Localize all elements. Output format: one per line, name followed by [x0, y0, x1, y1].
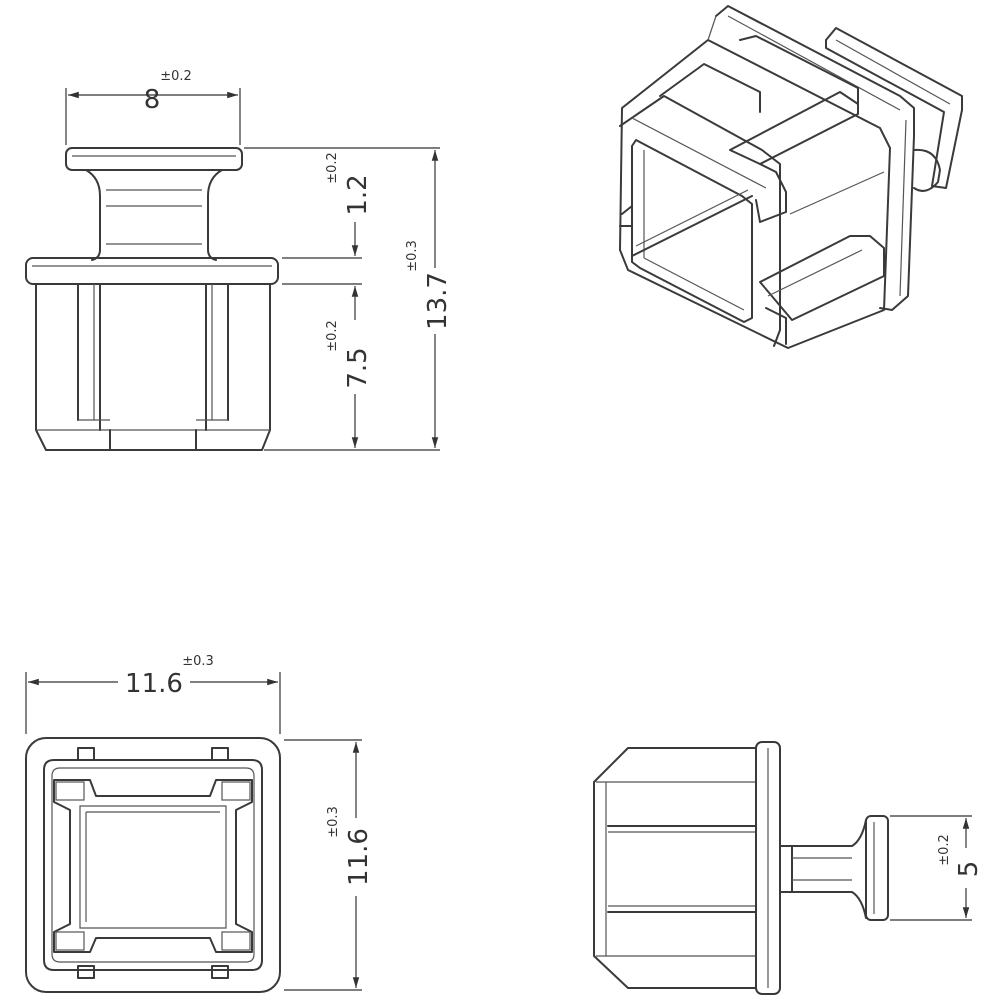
dim-base-height-tolerance: ±0.3	[326, 806, 341, 838]
dim-base-width-value: 11.6	[125, 669, 183, 699]
dim-body-height-tolerance: ±0.2	[325, 320, 340, 352]
dim-base-width: 11.6 ±0.3	[25, 654, 281, 734]
front-view	[25, 147, 279, 451]
side-view	[593, 741, 889, 995]
dim-tab-height: 5 ±0.2	[890, 815, 984, 921]
dim-heights: 1.2 ±0.2 7.5 ±0.2 13.7 ±0.3	[244, 147, 453, 451]
dim-tab-height-value: 5	[954, 861, 984, 878]
bottom-view	[25, 737, 281, 993]
dim-top-width-value: 8	[144, 85, 161, 115]
dim-tab-height-tolerance: ±0.2	[937, 834, 952, 866]
dim-neck-height-value: 1.2	[343, 174, 373, 215]
dim-total-height-value: 13.7	[423, 272, 453, 330]
dim-base-width-tolerance: ±0.3	[182, 654, 214, 669]
dim-base-height-value: 11.6	[344, 828, 374, 886]
dim-neck-height-tolerance: ±0.2	[325, 152, 340, 184]
dim-base-height: 11.6 ±0.3	[284, 739, 374, 991]
isometric-view	[619, 5, 963, 349]
dim-total-height-tolerance: ±0.3	[405, 240, 420, 272]
dim-top-width: 8 ±0.2	[65, 69, 241, 145]
dim-top-width-tolerance: ±0.2	[160, 69, 192, 84]
dim-body-height-value: 7.5	[343, 347, 373, 388]
